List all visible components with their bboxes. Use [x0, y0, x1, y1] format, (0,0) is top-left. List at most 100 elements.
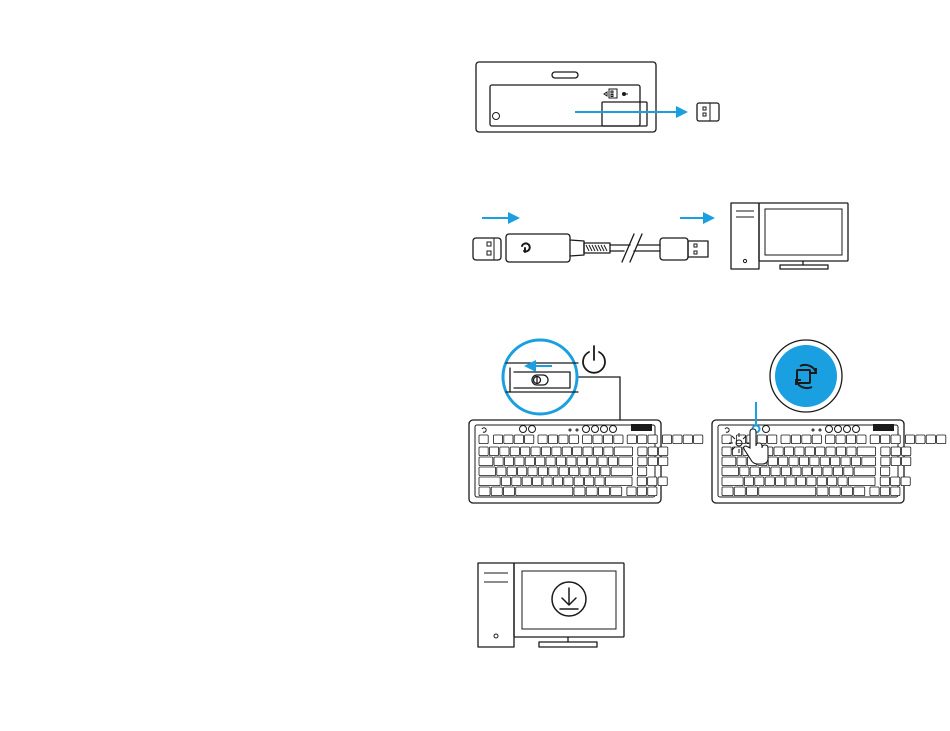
keycap — [583, 435, 592, 444]
connect-button-callout — [729, 340, 842, 464]
keycap — [583, 447, 592, 456]
keycap — [846, 435, 855, 444]
keycap — [586, 487, 597, 496]
keycap — [841, 457, 850, 466]
keycap — [823, 467, 832, 476]
keycap — [854, 467, 875, 476]
keycap — [862, 457, 876, 466]
keycap — [588, 457, 597, 466]
keycap — [768, 457, 777, 466]
keycap — [792, 467, 801, 476]
keycap — [627, 435, 636, 444]
keycap — [926, 435, 935, 444]
keycap — [722, 467, 739, 476]
keycap — [525, 435, 534, 444]
keycap — [694, 435, 703, 444]
keycap — [518, 467, 527, 476]
keycap — [577, 457, 586, 466]
computer-icon — [478, 563, 624, 647]
logitech-g-icon — [522, 243, 530, 252]
keyboard-icon — [712, 420, 946, 503]
keycap — [812, 435, 821, 444]
keycap — [541, 447, 550, 456]
keycap — [637, 487, 646, 496]
keycap — [902, 457, 911, 466]
keycap — [479, 477, 500, 486]
slot-indicator-icon — [604, 89, 628, 98]
keycap — [836, 447, 845, 456]
keycap — [648, 457, 657, 466]
keycap — [525, 457, 534, 466]
keycap — [659, 447, 668, 456]
keycap — [854, 487, 865, 496]
keycap — [799, 457, 808, 466]
keycap — [744, 477, 753, 486]
keycap — [514, 435, 523, 444]
keycap — [891, 487, 900, 496]
keycap — [755, 477, 764, 486]
step-power-and-connect — [469, 340, 946, 503]
keycap — [598, 487, 609, 496]
keycap — [593, 447, 602, 456]
keycap — [648, 435, 657, 444]
keycap — [784, 447, 793, 456]
keycap — [857, 435, 866, 444]
usb-receiver-icon — [473, 238, 501, 260]
keycap — [479, 447, 488, 456]
keycap — [638, 435, 647, 444]
keycap — [604, 447, 613, 456]
computer-icon — [731, 203, 848, 269]
keycap — [737, 457, 746, 466]
keycap — [765, 477, 774, 486]
insert-arrow-left — [482, 212, 520, 224]
keycap — [489, 447, 498, 456]
insert-arrow-right — [680, 212, 715, 224]
keycap — [500, 447, 509, 456]
keycap — [880, 487, 889, 496]
keycap — [891, 447, 900, 456]
keycap — [881, 457, 890, 466]
keycap — [637, 477, 646, 486]
keycap — [802, 435, 811, 444]
keycap — [516, 487, 573, 496]
keycap — [776, 477, 785, 486]
keycap — [570, 467, 579, 476]
keycap — [791, 435, 800, 444]
keycap — [507, 467, 516, 476]
keycap — [504, 457, 513, 466]
keycap — [494, 457, 503, 466]
keycap — [881, 467, 890, 476]
keycap — [781, 435, 790, 444]
keycap — [553, 477, 562, 486]
keycap — [559, 435, 568, 444]
keycap — [585, 477, 594, 486]
keycap — [497, 467, 506, 476]
keycap — [820, 457, 829, 466]
keycap — [580, 467, 589, 476]
keycap — [901, 477, 910, 486]
keycap — [881, 435, 890, 444]
keycap — [844, 467, 853, 476]
keycap — [611, 487, 622, 496]
keycap — [659, 457, 668, 466]
keycap — [491, 487, 502, 496]
keycap — [851, 457, 860, 466]
keycap — [759, 487, 816, 496]
key-rows — [479, 435, 703, 496]
keycap — [673, 435, 682, 444]
keycap — [734, 487, 745, 496]
keycap — [891, 477, 900, 486]
keycap — [608, 457, 617, 466]
keycap — [574, 477, 583, 486]
keyboard-icon — [469, 420, 703, 503]
keycap — [648, 447, 657, 456]
keycap — [826, 447, 835, 456]
keycap — [479, 487, 490, 496]
keycap — [638, 457, 647, 466]
keycap — [722, 447, 731, 456]
remove-arrow — [575, 106, 688, 118]
keycap — [847, 447, 856, 456]
keycap — [627, 487, 636, 496]
keycap — [567, 457, 576, 466]
keycap — [807, 477, 816, 486]
